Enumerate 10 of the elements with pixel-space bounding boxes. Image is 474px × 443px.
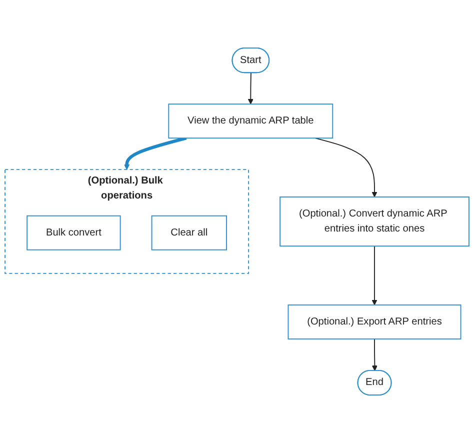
node-box: View the dynamic ARP table [168,104,334,139]
arrow [372,246,378,306]
arrow [314,138,378,198]
arrow [124,136,187,170]
node-box: Bulk convert [26,215,121,250]
arrow [248,72,254,104]
node-box: (Optional.) Convert dynamic ARP entries into static ones [280,196,470,247]
arrow [372,338,378,371]
node-box: (Optional.) Export ARP entries [288,304,462,340]
node-box: Clear all [151,215,227,250]
